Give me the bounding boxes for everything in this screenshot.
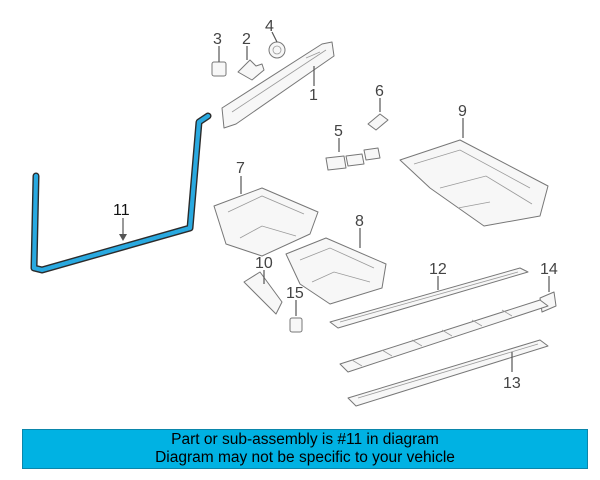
info-banner: Part or sub-assembly is #11 in diagram D… (22, 429, 588, 469)
running-board-frame (339, 299, 549, 373)
part-8-floor-mat (285, 237, 387, 305)
part-13-running-board (347, 339, 549, 407)
callout-4: 4 (265, 18, 274, 35)
part-4-grommet (268, 41, 286, 59)
part-3-retainer (211, 61, 227, 77)
callout-2: 2 (242, 31, 251, 48)
callout-7: 7 (236, 160, 245, 177)
callout-1: 1 (309, 87, 318, 104)
callout-12: 12 (429, 261, 447, 278)
part-10-side-cover (243, 271, 283, 315)
callout-11: 11 (113, 202, 130, 219)
part-7-floor-carpet (213, 187, 319, 257)
callout-14: 14 (540, 261, 558, 278)
banner-line-1: Part or sub-assembly is #11 in diagram (171, 431, 439, 448)
callout-3: 3 (213, 31, 222, 48)
part-6-bracket (367, 113, 389, 131)
part-9-rear-carpet (399, 139, 549, 227)
callout-15: 15 (286, 285, 304, 302)
callout-8: 8 (355, 213, 364, 230)
part-2-clip (237, 59, 265, 81)
parts-diagram: 11 1 2 3 4 5 6 7 (30, 18, 558, 407)
part-1-pillar-trim (221, 41, 335, 129)
banner-line-2: Diagram may not be specific to your vehi… (155, 449, 455, 466)
part-15-clip (289, 317, 303, 333)
part-5-clips (325, 147, 381, 171)
callout-10: 10 (255, 255, 273, 272)
part-11-weatherstrip[interactable] (30, 112, 212, 274)
callout-9: 9 (458, 103, 467, 120)
part-12-sill-plate (329, 267, 529, 329)
callout-5: 5 (334, 123, 343, 140)
callout-6: 6 (375, 83, 384, 100)
callout-13: 13 (503, 375, 521, 392)
